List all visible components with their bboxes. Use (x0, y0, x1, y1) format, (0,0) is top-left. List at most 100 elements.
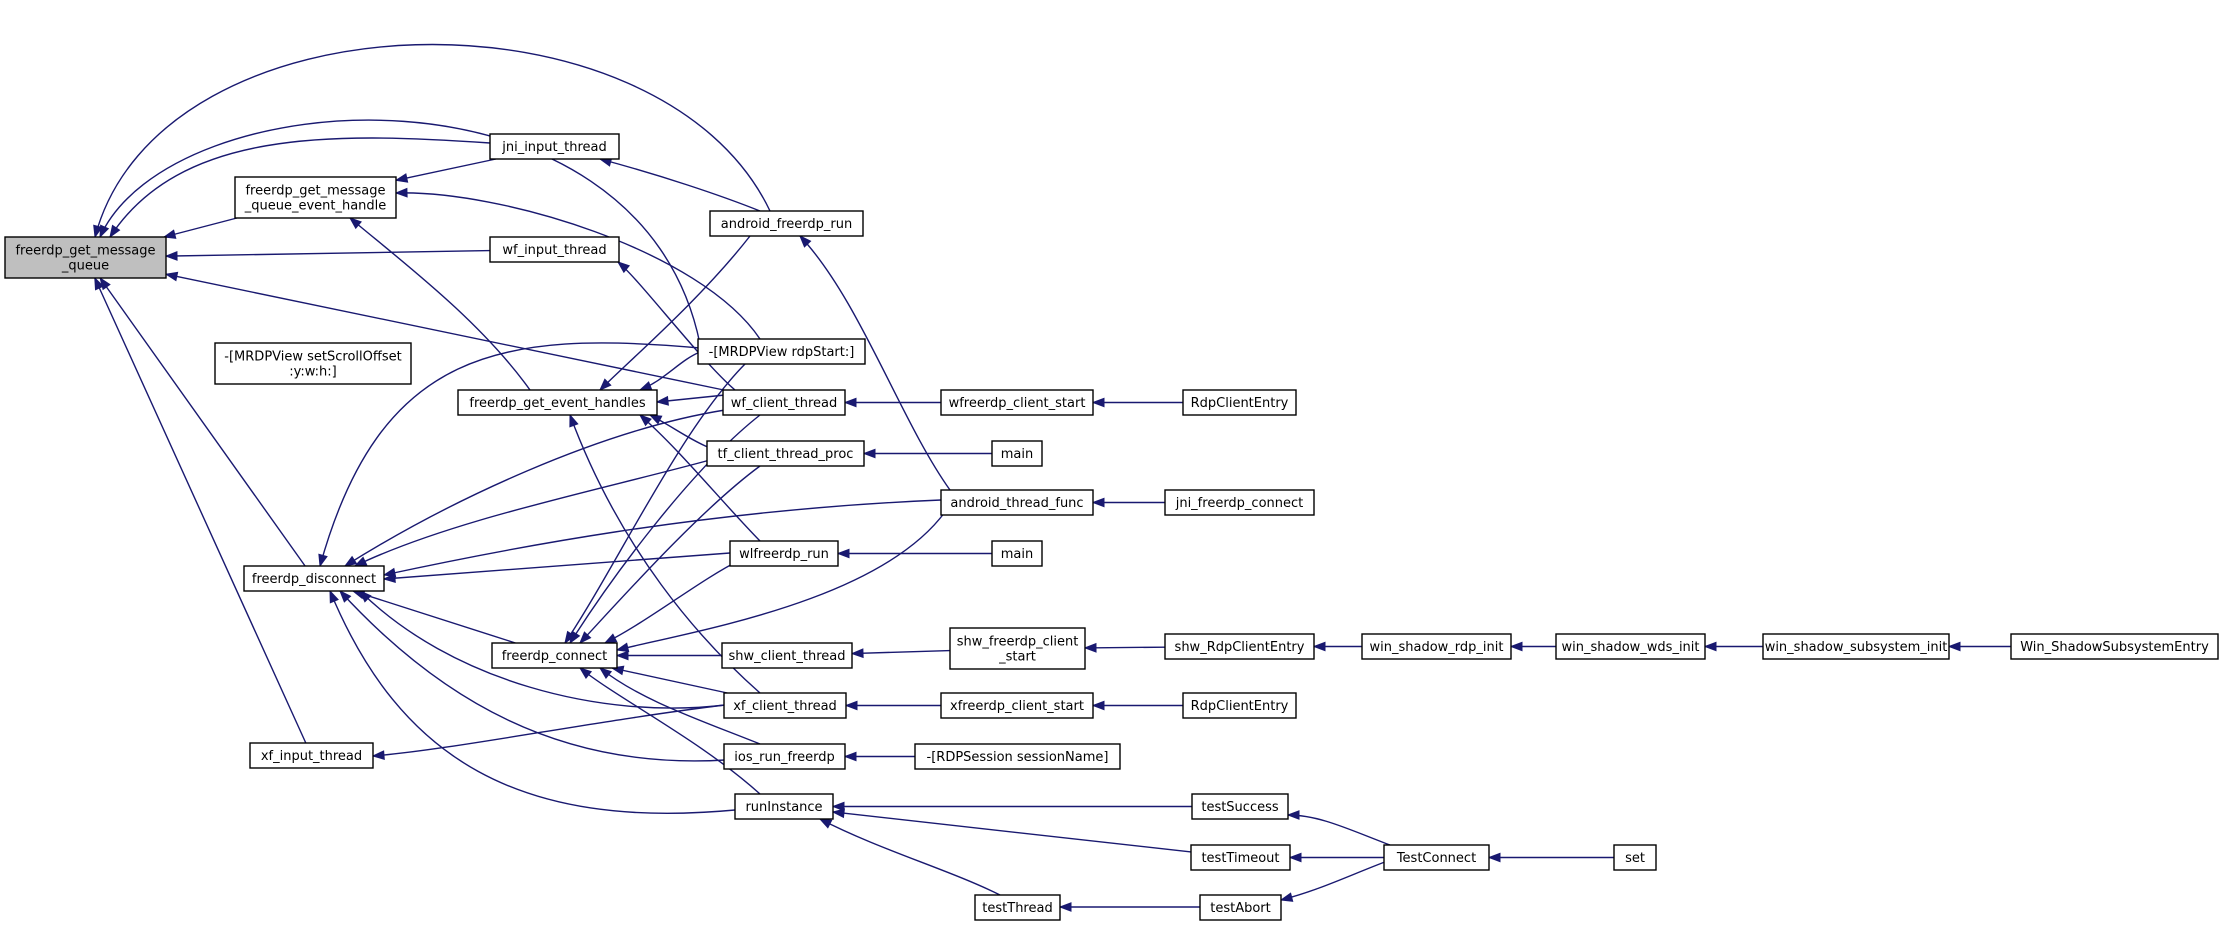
node-run-inst[interactable]: runInstance (734, 793, 834, 820)
edge-wf_client-to-fgeh (655, 394, 726, 406)
node-ios-run[interactable]: ios_run_freerdp (723, 743, 846, 770)
node-box (949, 627, 1086, 670)
node-tf-client[interactable]: tf_client_thread_proc (706, 440, 865, 467)
edge-mrdp_start-to-fgeh (638, 351, 701, 391)
node-rce1[interactable]: RdpClientEntry (1182, 389, 1297, 416)
node-box (2010, 633, 2219, 660)
node-box (729, 540, 839, 567)
edge-atf-to-afr (799, 234, 951, 491)
node-label: jni_input_thread (501, 140, 607, 155)
node-main2[interactable]: main (991, 540, 1043, 567)
edge-xf_client-to-fgeh (569, 413, 761, 694)
node-win-sub-init[interactable]: win_shadow_subsystem_init (1762, 633, 1950, 660)
edge-test_abort-to-test_thread (1058, 902, 1200, 912)
edge-wlf_run-to-fgeh (638, 414, 761, 542)
edge-set-to-test_connect (1487, 852, 1614, 863)
node-main1[interactable]: main (991, 440, 1043, 467)
node-shw-client[interactable]: shw_client_thread (721, 642, 853, 669)
node-win-sse[interactable]: Win_ShadowSubsystemEntry (2010, 633, 2219, 660)
node-box (723, 743, 846, 770)
node-atf[interactable]: android_thread_func (940, 489, 1094, 516)
node-box (697, 338, 866, 365)
node-label: xf_client_thread (733, 699, 837, 714)
edge-wf_client-to-fconn (569, 414, 761, 645)
edge-tf_client-to-fdisc (353, 459, 711, 567)
node-label: -[RDPSession sessionName] (927, 750, 1109, 765)
node-xfc-start[interactable]: xfreerdp_client_start (940, 692, 1094, 719)
edge-main1-to-tf_client (862, 448, 992, 459)
node-box (706, 440, 865, 467)
node-mrdp-scroll[interactable]: -[MRDPView setScrollOffset:y:w:h:] (214, 342, 412, 385)
node-win-rdp-init[interactable]: win_shadow_rdp_init (1361, 633, 1512, 660)
node-box (1164, 633, 1315, 660)
node-label: main (1001, 447, 1033, 462)
edge-test_timeout-to-run_inst (831, 808, 1192, 853)
edge-afr-to-root (93, 43, 771, 239)
node-shw-fcs[interactable]: shw_freerdp_client_start (949, 627, 1086, 670)
edge-wlf_run-to-fdisc (382, 552, 731, 584)
node-label: wf_input_thread (502, 243, 606, 258)
node-wf-input[interactable]: wf_input_thread (489, 236, 620, 263)
node-label: testTimeout (1201, 851, 1279, 866)
node-label: -[MRDPView rdpStart:] (709, 345, 855, 360)
node-box (991, 440, 1043, 467)
node-test-timeout[interactable]: testTimeout (1190, 844, 1291, 871)
node-test-thread[interactable]: testThread (974, 894, 1061, 921)
edge-ios_run-to-fconn (598, 667, 761, 745)
edge-wf_client-to-fdisc (343, 409, 726, 567)
node-label: tf_client_thread_proc (718, 447, 854, 462)
edge-fgeh-to-fgmqeh (348, 217, 531, 391)
nodes-layer: freerdp_get_message_queuefreerdp_get_mes… (4, 133, 2219, 921)
node-set[interactable]: set (1613, 844, 1657, 871)
node-box (249, 742, 374, 769)
node-label: win_shadow_rdp_init (1370, 640, 1504, 655)
node-label: freerdp_connect (502, 649, 608, 664)
node-label: freerdp_get_message (15, 244, 155, 259)
node-afr[interactable]: android_freerdp_run (709, 210, 864, 237)
node-xf-input[interactable]: xf_input_thread (249, 742, 374, 769)
node-jni-input[interactable]: jni_input_thread (489, 133, 620, 160)
node-label: :y:w:h:] (289, 365, 337, 380)
node-wfc-start[interactable]: wfreerdp_client_start (940, 389, 1094, 416)
node-rdp-session[interactable]: -[RDPSession sessionName] (914, 743, 1121, 770)
node-box (974, 894, 1061, 921)
node-fgmqeh[interactable]: freerdp_get_message_queue_event_handle (234, 176, 397, 219)
node-fdisc[interactable]: freerdp_disconnect (243, 565, 385, 592)
node-box (734, 793, 834, 820)
node-box (1555, 633, 1706, 660)
node-win-wds-init[interactable]: win_shadow_wds_init (1555, 633, 1706, 660)
node-label: shw_freerdp_client (957, 635, 1079, 650)
node-root[interactable]: freerdp_get_message_queue (4, 236, 167, 279)
node-wf-client[interactable]: wf_client_thread (722, 389, 846, 416)
node-shw-rce[interactable]: shw_RdpClientEntry (1164, 633, 1315, 660)
node-test-success[interactable]: testSuccess (1191, 793, 1289, 820)
node-label: wfreerdp_client_start (949, 396, 1086, 411)
node-label: freerdp_disconnect (252, 572, 376, 587)
edge-shw_rce-to-shw_fcs (1083, 642, 1166, 653)
node-wlf-run[interactable]: wlfreerdp_run (729, 540, 839, 567)
node-box (243, 565, 385, 592)
edge-test_thread-to-run_inst (818, 818, 1001, 896)
node-fconn[interactable]: freerdp_connect (491, 642, 618, 669)
node-label: android_freerdp_run (721, 217, 852, 232)
node-rce2[interactable]: RdpClientEntry (1182, 692, 1297, 719)
node-test-connect[interactable]: TestConnect (1383, 844, 1490, 871)
edge-main2-to-wlf_run (836, 548, 992, 559)
edge-fgmqeh-to-root (162, 217, 238, 239)
node-fgeh[interactable]: freerdp_get_event_handles (457, 389, 658, 416)
node-box (1191, 793, 1289, 820)
node-box (723, 692, 847, 719)
node-mrdp-start[interactable]: -[MRDPView rdpStart:] (697, 338, 866, 365)
edge-test_connect-to-test_timeout (1288, 852, 1384, 863)
node-label: freerdp_get_message (245, 184, 385, 199)
node-box (991, 540, 1043, 567)
node-jni-conn[interactable]: jni_freerdp_connect (1164, 489, 1315, 516)
edge-tf_client-to-fconn (579, 465, 761, 645)
edge-tf_client-to-fgeh (648, 414, 711, 449)
node-xf-client[interactable]: xf_client_thread (723, 692, 847, 719)
node-label: win_shadow_subsystem_init (1765, 640, 1948, 655)
node-test-abort[interactable]: testAbort (1199, 894, 1282, 921)
node-box (457, 389, 658, 416)
node-box (1199, 894, 1282, 921)
